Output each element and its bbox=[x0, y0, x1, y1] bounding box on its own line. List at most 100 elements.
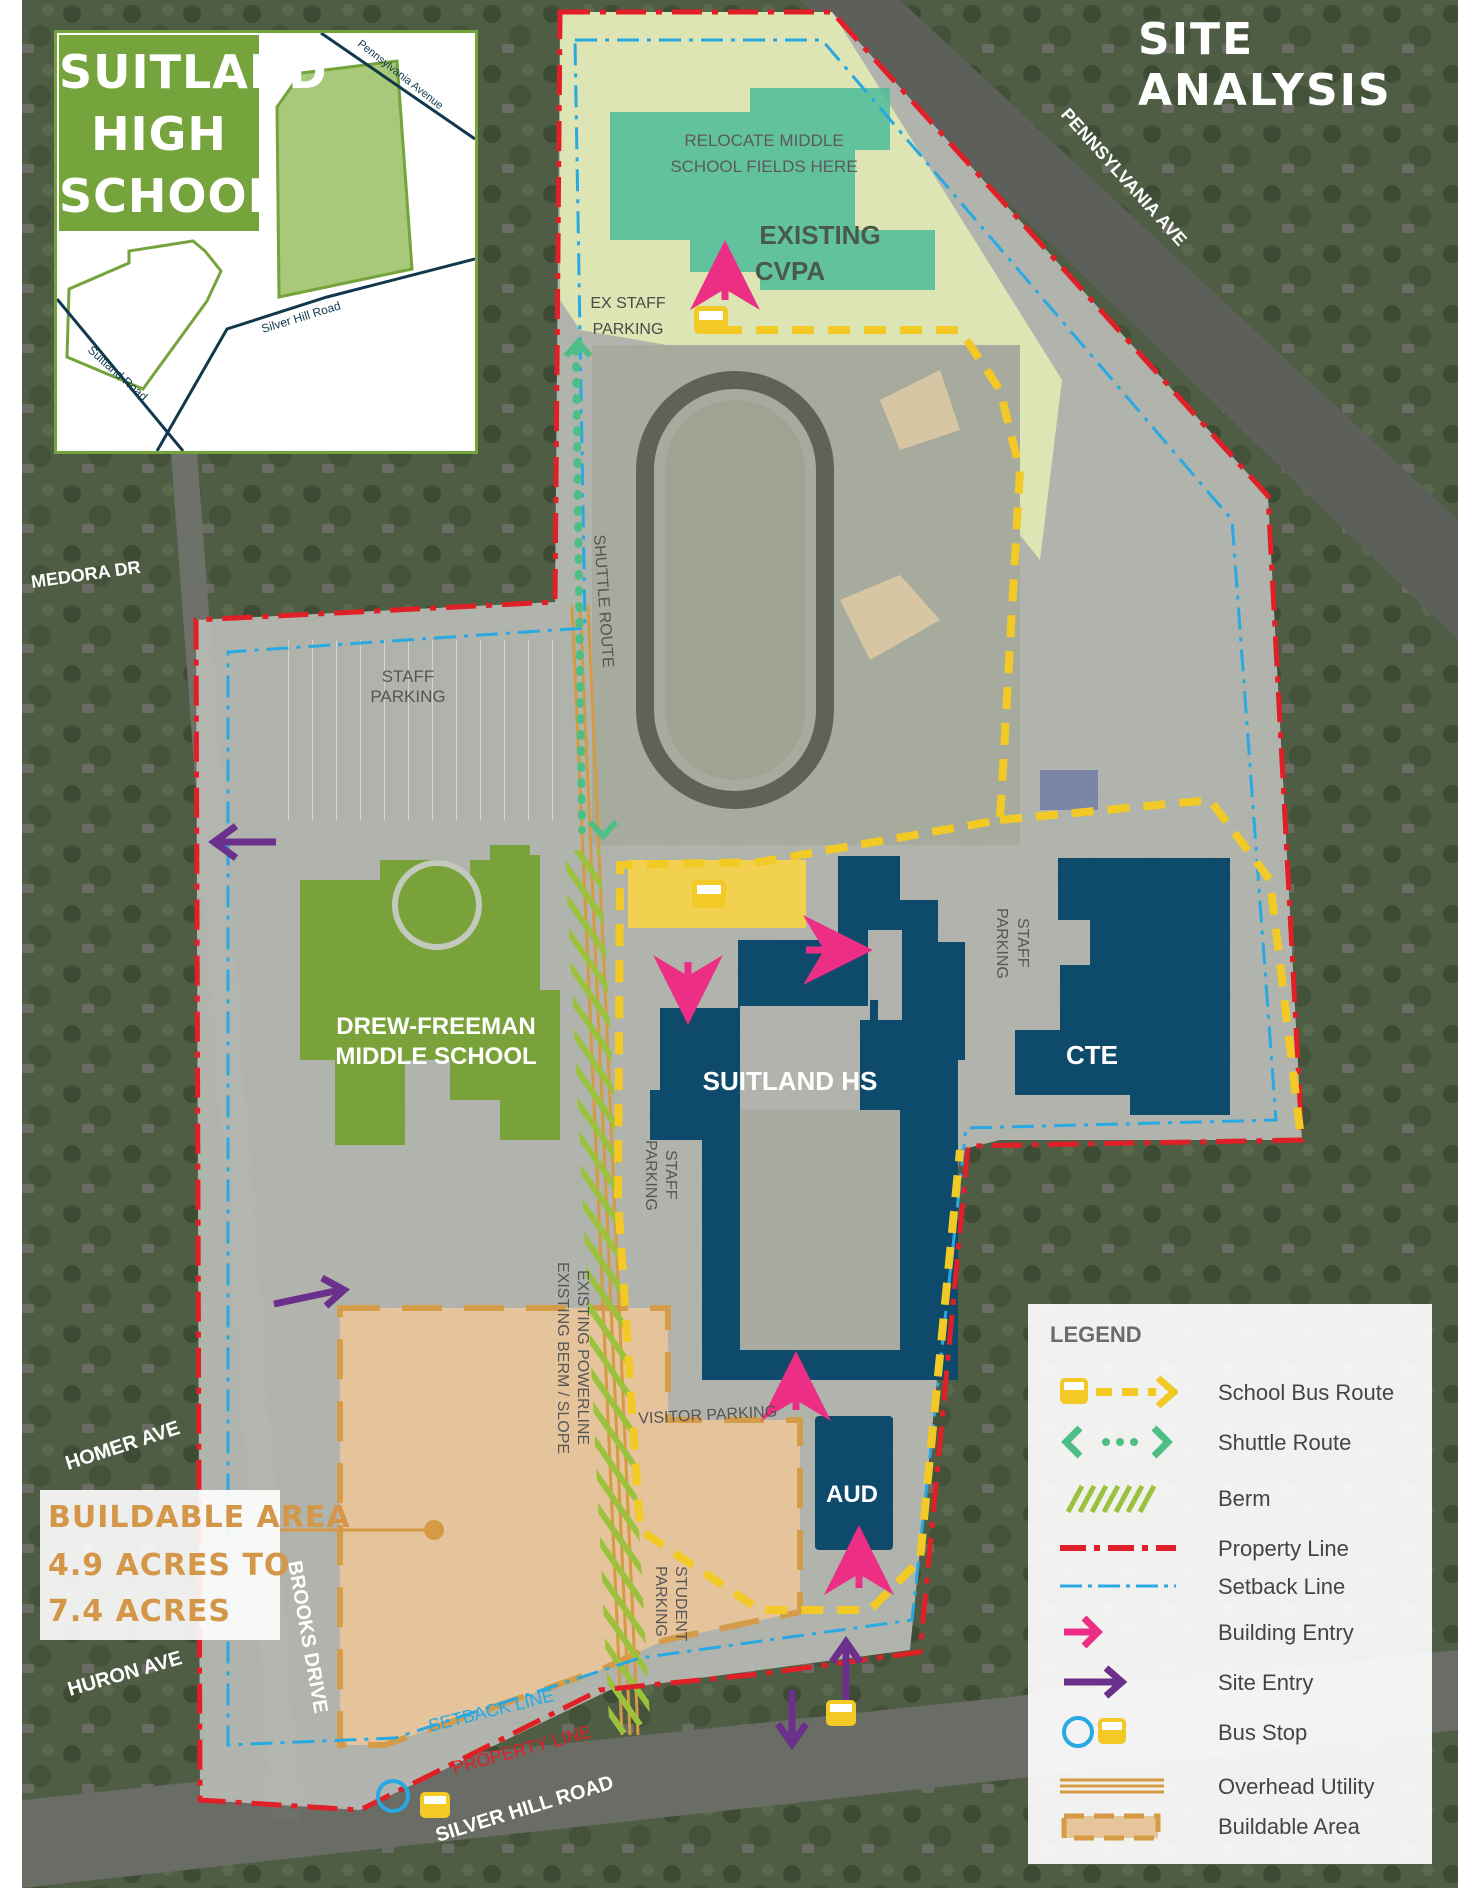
tennis-courts bbox=[1040, 770, 1098, 810]
site-entry-icon bbox=[1064, 1665, 1128, 1699]
cte-building bbox=[1015, 858, 1230, 1115]
legend-title: LEGEND bbox=[1050, 1322, 1142, 1347]
label-staff-parking-right-1: STAFF bbox=[1014, 918, 1031, 968]
legend-row-shuttle: Shuttle Route bbox=[1028, 1420, 1432, 1464]
label-powerline-2: EXISTING BERM / SLOPE bbox=[554, 1262, 571, 1454]
setback-line bbox=[226, 38, 1278, 1747]
legend-label-property: Property Line bbox=[1218, 1536, 1349, 1561]
label-aud: AUD bbox=[826, 1481, 878, 1508]
label-student-parking-1: STUDENT bbox=[672, 1566, 689, 1642]
setback-line-icon bbox=[1060, 1584, 1176, 1588]
legend-row-utility: Overhead Utility bbox=[1028, 1764, 1432, 1808]
site-entry-arrow-south-in bbox=[829, 1635, 863, 1700]
buildable-line-1: BUILDABLE AREA bbox=[48, 1500, 351, 1535]
legend-row-bus-route: School Bus Route bbox=[1028, 1370, 1432, 1414]
running-track bbox=[636, 371, 834, 809]
label-student-parking-2: PARKING bbox=[652, 1566, 669, 1637]
berm-strip bbox=[565, 850, 650, 1740]
legend-row-setback: Setback Line bbox=[1028, 1564, 1432, 1608]
label-cvpa-note-1: RELOCATE MIDDLE bbox=[684, 131, 843, 150]
site-entry-arrow-south-out bbox=[775, 1690, 809, 1751]
label-staff-parking-mid-2: PARKING bbox=[642, 1140, 659, 1211]
aud-building bbox=[815, 1416, 893, 1550]
legend-label-bus-route: School Bus Route bbox=[1218, 1380, 1395, 1405]
property-line-icon bbox=[1060, 1545, 1176, 1551]
cvpa-building bbox=[610, 88, 935, 290]
label-cvpa-note-2: SCHOOL FIELDS HERE bbox=[670, 157, 857, 176]
shuttle-chevron-top bbox=[563, 337, 593, 358]
bus-icon-stop bbox=[420, 1792, 450, 1818]
drew-freeman-building bbox=[300, 855, 560, 1145]
bus-icon-entrance bbox=[826, 1700, 856, 1726]
legend: LEGEND School Bus Route Shuttle Route Be… bbox=[1028, 1304, 1432, 1864]
middle-school-annex bbox=[490, 845, 530, 867]
bus-icon-cvpa bbox=[694, 306, 728, 334]
legend-label-buildable: Buildable Area bbox=[1218, 1814, 1360, 1839]
property-line bbox=[193, 9, 1305, 1813]
legend-row-berm: Berm bbox=[1028, 1476, 1432, 1520]
buildable-area-callout: BUILDABLE AREA 4.9 ACRES TO 7.4 ACRES bbox=[40, 1490, 350, 1640]
inset-ms-parcel bbox=[65, 239, 223, 391]
inset-silver-hill-road bbox=[155, 257, 475, 451]
legend-label-utility: Overhead Utility bbox=[1218, 1774, 1375, 1799]
inset-pennsylvania-road bbox=[320, 33, 475, 141]
label-cvpa-1: EXISTING bbox=[759, 220, 880, 250]
school-bus-route bbox=[613, 326, 1025, 1614]
label-powerline-1: EXISTING POWERLINE bbox=[574, 1270, 591, 1445]
baseball-diamond-top bbox=[880, 370, 960, 450]
shuttle-route-icon bbox=[1061, 1425, 1173, 1459]
shuttle-chevron-bottom bbox=[587, 819, 619, 841]
legend-row-bus-stop: Bus Stop bbox=[1028, 1710, 1432, 1754]
legend-row-buildable: Buildable Area bbox=[1028, 1804, 1432, 1848]
buildable-line-2: 4.9 ACRES TO bbox=[48, 1548, 291, 1583]
label-cte: CTE bbox=[1066, 1040, 1118, 1070]
school-bus-route-icon bbox=[1060, 1375, 1178, 1409]
berm-icon bbox=[1065, 1484, 1157, 1514]
label-drew-1: DREW-FREEMAN bbox=[336, 1013, 536, 1040]
label-staff-parking-top-2: PARKING bbox=[370, 687, 445, 706]
legend-label-site-entry: Site Entry bbox=[1218, 1670, 1314, 1695]
legend-row-property: Property Line bbox=[1028, 1526, 1432, 1570]
label-staff-parking-mid-1: STAFF bbox=[662, 1150, 679, 1200]
track-infield bbox=[665, 400, 805, 780]
legend-label-setback: Setback Line bbox=[1218, 1574, 1346, 1599]
label-staff-parking-right-2: PARKING bbox=[993, 908, 1010, 979]
label-suitland-hs: SUITLAND HS bbox=[703, 1066, 878, 1096]
inset-map: Pennsylvania Avenue Silver Hill Road Sui… bbox=[54, 30, 478, 454]
inset-hs-parcel bbox=[275, 59, 414, 299]
buildable-area bbox=[337, 1305, 803, 1748]
buildable-area-icon bbox=[1061, 1813, 1161, 1841]
suitland-hs-courtyard bbox=[740, 1110, 900, 1350]
building-entry-icon bbox=[1064, 1615, 1103, 1649]
legend-row-site-entry: Site Entry bbox=[1028, 1660, 1432, 1704]
label-cvpa-2: CVPA bbox=[755, 256, 826, 286]
site-entry-arrow-southwest bbox=[273, 1274, 351, 1309]
bus-icon-lot bbox=[692, 880, 726, 908]
inset-suitland-road bbox=[57, 298, 185, 451]
inset-title-line-1: SUITLAND bbox=[59, 45, 328, 99]
site-entry-arrow-west bbox=[208, 823, 276, 861]
legend-row-building-entry: Building Entry bbox=[1028, 1610, 1432, 1654]
label-ex-staff-1: EX STAFF bbox=[590, 295, 665, 312]
inset-title-line-3: SCHOOL bbox=[59, 169, 278, 223]
buildable-line-3: 7.4 ACRES bbox=[48, 1594, 232, 1629]
legend-label-berm: Berm bbox=[1218, 1486, 1271, 1511]
inset-title-line-2: HIGH bbox=[91, 107, 227, 161]
shuttle-route bbox=[572, 346, 586, 834]
label-ex-staff-2: PARKING bbox=[593, 321, 664, 338]
buildable-callout-dot bbox=[424, 1520, 444, 1540]
staff-parking-west bbox=[275, 640, 575, 820]
legend-label-building-entry: Building Entry bbox=[1218, 1620, 1354, 1645]
legend-label-bus-stop: Bus Stop bbox=[1218, 1720, 1308, 1745]
school-bus-route-east bbox=[999, 795, 1304, 1131]
page-title: SITE ANALYSIS bbox=[1138, 14, 1392, 116]
label-drew-2: MIDDLE SCHOOL bbox=[335, 1043, 536, 1070]
bus-stop-icon-legend bbox=[1062, 1716, 1126, 1748]
legend-label-shuttle: Shuttle Route bbox=[1218, 1430, 1352, 1455]
baseball-diamond-mid bbox=[840, 575, 940, 660]
bus-stop-icon bbox=[376, 1779, 410, 1813]
middle-school-round-court bbox=[392, 860, 482, 950]
inset-title: SUITLAND HIGH SCHOOL bbox=[59, 35, 328, 231]
inset-map-drawing: Pennsylvania Avenue Silver Hill Road Sui… bbox=[57, 33, 475, 451]
